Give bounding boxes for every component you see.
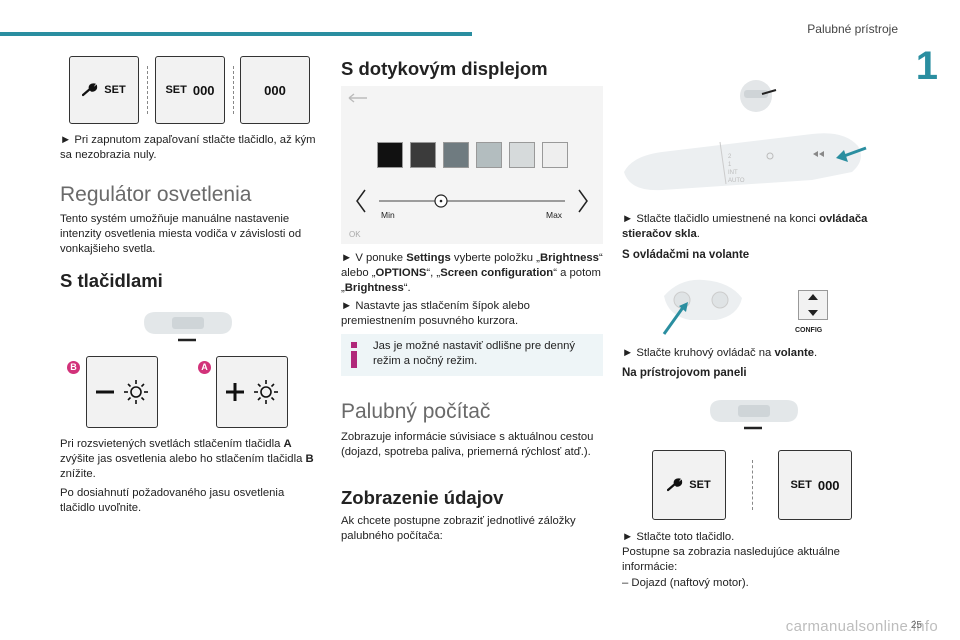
display-intro: Ak chcete postupne zobraziť jednotlivé z… <box>341 515 576 542</box>
slider-max-label: Max <box>546 210 563 220</box>
lighting-intro: Tento systém umožňuje manuálne nastaveni… <box>60 213 302 255</box>
step-adjust: ► Nastavte jas stlačením šípok alebo pre… <box>341 300 530 327</box>
panel-illustration <box>710 400 798 430</box>
heading-buttons: S tlačidlami <box>60 270 163 291</box>
separator <box>233 66 234 114</box>
wrench-set-button: SET <box>69 56 139 124</box>
minus-sun-icon <box>96 380 148 404</box>
zero-display: 000 <box>264 82 286 98</box>
computer-intro: Zobrazuje informácie súvisiace s aktuáln… <box>341 431 594 458</box>
brightness-slider <box>356 189 588 213</box>
zero-display: 000 <box>192 82 215 98</box>
heading-computer: Palubný počítač <box>341 400 491 423</box>
button-b-decrease <box>86 356 158 428</box>
info-box: Jas je možné nastaviť odlišne pre denný … <box>341 334 603 376</box>
step-settings: ► V ponuke Settings vyberte položku „Bri… <box>341 252 603 294</box>
buttons-release: Po dosiahnutí požadovaného jasu osvetlen… <box>60 487 285 514</box>
step-reset: ► Pri zapnutom zapaľovaní stlačte tlačid… <box>60 134 316 161</box>
panel-info: Postupne sa zobrazia nasledujúce aktuáln… <box>622 546 840 573</box>
info-text: Jas je možné nastaviť odlišne pre denný … <box>373 340 576 367</box>
heading-lighting: Regulátor osvetlenia <box>60 183 252 206</box>
panel-wrench-set-button: SET <box>652 450 726 520</box>
info-icon <box>351 342 357 368</box>
header-bar <box>0 0 960 36</box>
wrench-icon <box>667 478 683 492</box>
set-label: SET <box>165 84 187 96</box>
set-000-button: SET 000 <box>155 56 225 124</box>
arrows-up-down-icon <box>808 294 818 316</box>
wrench-icon <box>82 83 98 97</box>
plus-sun-icon <box>226 380 278 404</box>
set-label: SET <box>790 479 812 491</box>
panel-set-000-button: SET 000 <box>778 450 852 520</box>
separator <box>147 66 148 114</box>
brightness-swatch <box>410 142 436 168</box>
heading-display: Zobrazenie údajov <box>341 487 504 508</box>
brightness-swatch <box>476 142 502 168</box>
config-button <box>798 290 828 320</box>
step-wheel: ► Stlačte kruhový ovládač na volante. <box>622 347 818 359</box>
svg-text:2: 2 <box>728 154 732 160</box>
separator <box>752 460 753 510</box>
buttons-description: Pri rozsvietených svetlách stlačením tla… <box>60 438 314 480</box>
brightness-swatch <box>443 142 469 168</box>
header-accent-line <box>0 32 472 36</box>
slider-min-label: Min <box>381 210 395 220</box>
dashboard-illustration <box>144 312 232 342</box>
label-b-badge: B <box>67 361 80 374</box>
heading-panel: Na prístrojovom paneli <box>622 367 747 379</box>
svg-text:1: 1 <box>728 162 732 168</box>
svg-text:INT: INT <box>728 170 738 176</box>
brightness-swatch <box>542 142 568 168</box>
set-label: SET <box>104 84 126 96</box>
steering-wheel-illustration <box>662 279 742 335</box>
brightness-swatches <box>377 142 573 170</box>
chapter-number: 1 <box>915 44 938 88</box>
panel-item-range: – Dojazd (naftový motor). <box>622 577 749 589</box>
000-button: 000 <box>240 56 310 124</box>
set-label: SET <box>689 479 711 491</box>
button-a-increase <box>216 356 288 428</box>
heading-touch: S dotykovým displejom <box>341 58 548 79</box>
section-title: Palubné prístroje <box>807 22 898 36</box>
page-number: 25 <box>910 620 922 631</box>
watermark: carmanualsonline.info <box>785 618 938 635</box>
brightness-swatch <box>377 142 403 168</box>
step-wiper: ► Stlačte tlačidlo umiestnené na konci o… <box>622 213 868 240</box>
brightness-swatch <box>509 142 535 168</box>
label-a-badge: A <box>198 361 211 374</box>
brightness-screen: Min Max OK <box>341 86 603 244</box>
svg-text:AUTO: AUTO <box>728 178 745 184</box>
back-arrow-icon <box>348 93 367 103</box>
step-panel: ► Stlačte toto tlačidlo. <box>622 531 735 543</box>
ok-label: OK <box>349 230 361 239</box>
heading-wheel: S ovládačmi na volante <box>622 249 750 261</box>
config-label: CONFIG <box>795 327 823 334</box>
zero-display: 000 <box>817 477 840 493</box>
